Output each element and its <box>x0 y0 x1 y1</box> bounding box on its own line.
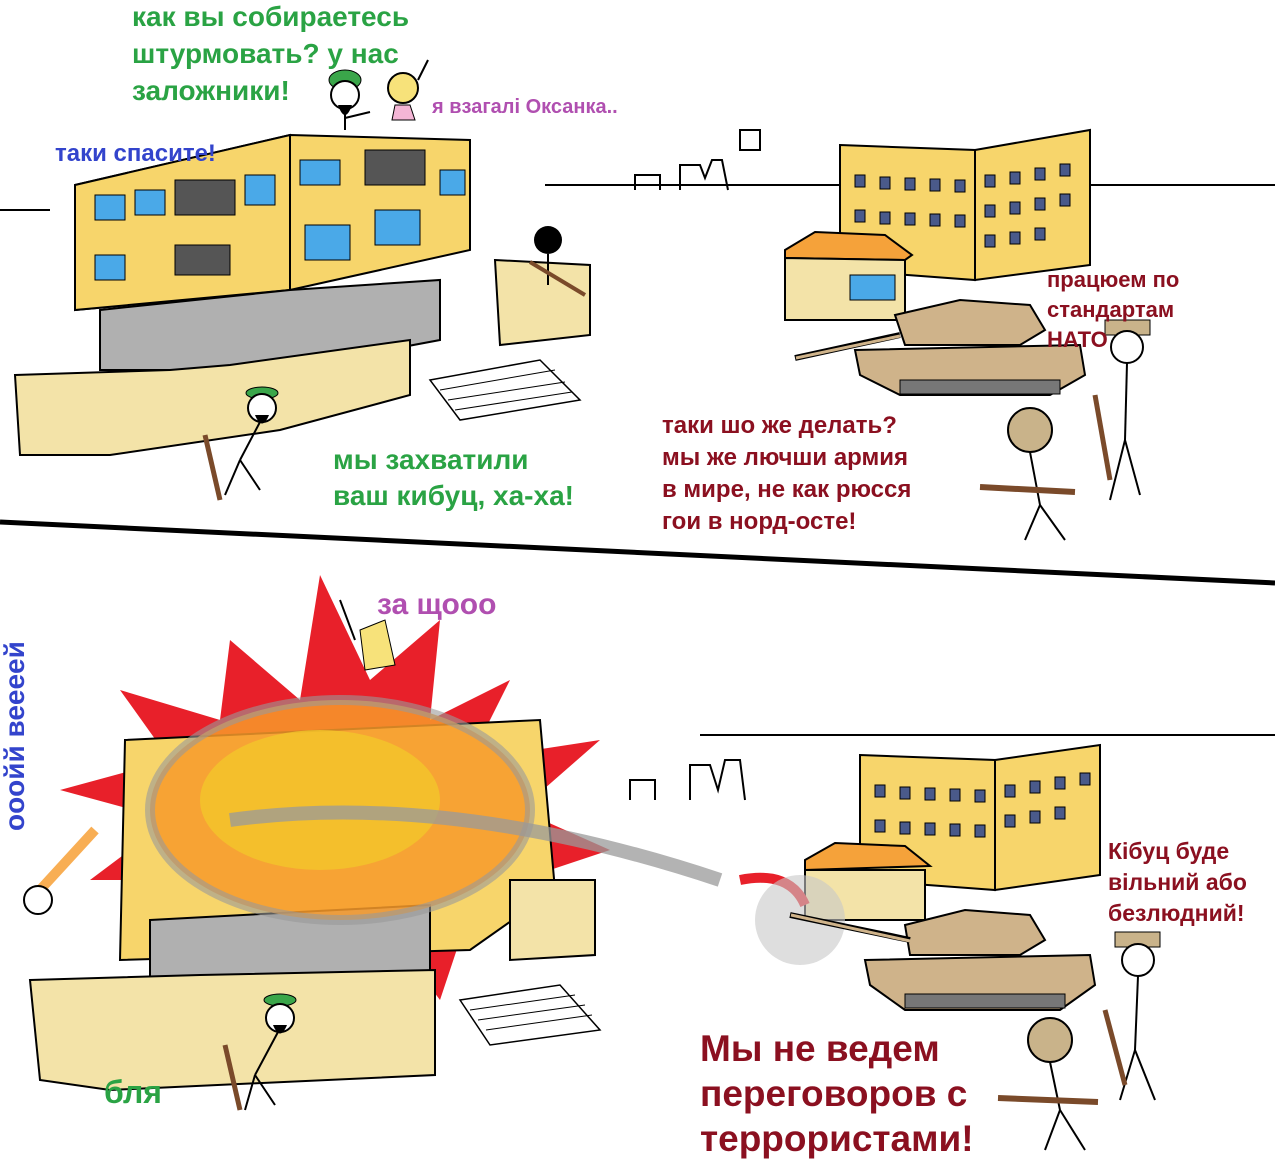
speech-terrorist-roof: как вы собираетесь штурмовать? у нас зал… <box>132 1 410 106</box>
flying-victim <box>23 826 99 915</box>
top-panel <box>0 59 1275 541</box>
panel-divider <box>0 519 1275 586</box>
speech-terrorist-ground-top: мы захватили ваш кибуц, ха-ха! <box>333 444 574 511</box>
tank-top <box>794 298 1087 396</box>
bottom-panel <box>23 575 1275 1151</box>
oksanka-flying <box>339 599 396 671</box>
oksanka-hostage-top <box>387 59 429 121</box>
speech-terrorist-ground-bottom: бля <box>104 1074 162 1110</box>
speech-flying-victim: ооойй веееей <box>0 641 30 832</box>
speech-soldier-top: таки шо же делать? мы же лючши армия в м… <box>662 412 912 535</box>
officer-bottom <box>1102 931 1161 1101</box>
speech-officer-bottom: Кібуц буде вільний або безлюдний! <box>1108 838 1247 926</box>
terrorist-roof <box>328 69 371 130</box>
skyline-bottom <box>629 759 746 801</box>
speech-hostage-window: таки спасите! <box>55 140 216 167</box>
idf-base-bottom <box>804 743 1101 921</box>
soldier-bottom <box>997 1017 1099 1151</box>
speech-officer-top: працюем по стандартам НАТО <box>1047 267 1180 352</box>
soldier-top <box>979 407 1076 541</box>
idf-base-top <box>784 128 1091 321</box>
speech-oksanka-top: я взагалі Оксанка.. <box>432 96 618 118</box>
terrorist-ground-top <box>202 386 279 501</box>
speech-oksanka-bottom: за щооо <box>377 588 497 621</box>
skyline-top <box>634 159 729 191</box>
explosion <box>28 575 723 1092</box>
tank-bottom <box>739 872 1097 1011</box>
hostage-building-top <box>13 133 591 456</box>
officer-top <box>1092 319 1151 501</box>
terrorist-ground-bottom <box>222 993 297 1111</box>
terrorist-wall <box>528 226 587 297</box>
speech-soldier-bottom: Мы не ведем переговоров с террористами! <box>700 1028 974 1159</box>
